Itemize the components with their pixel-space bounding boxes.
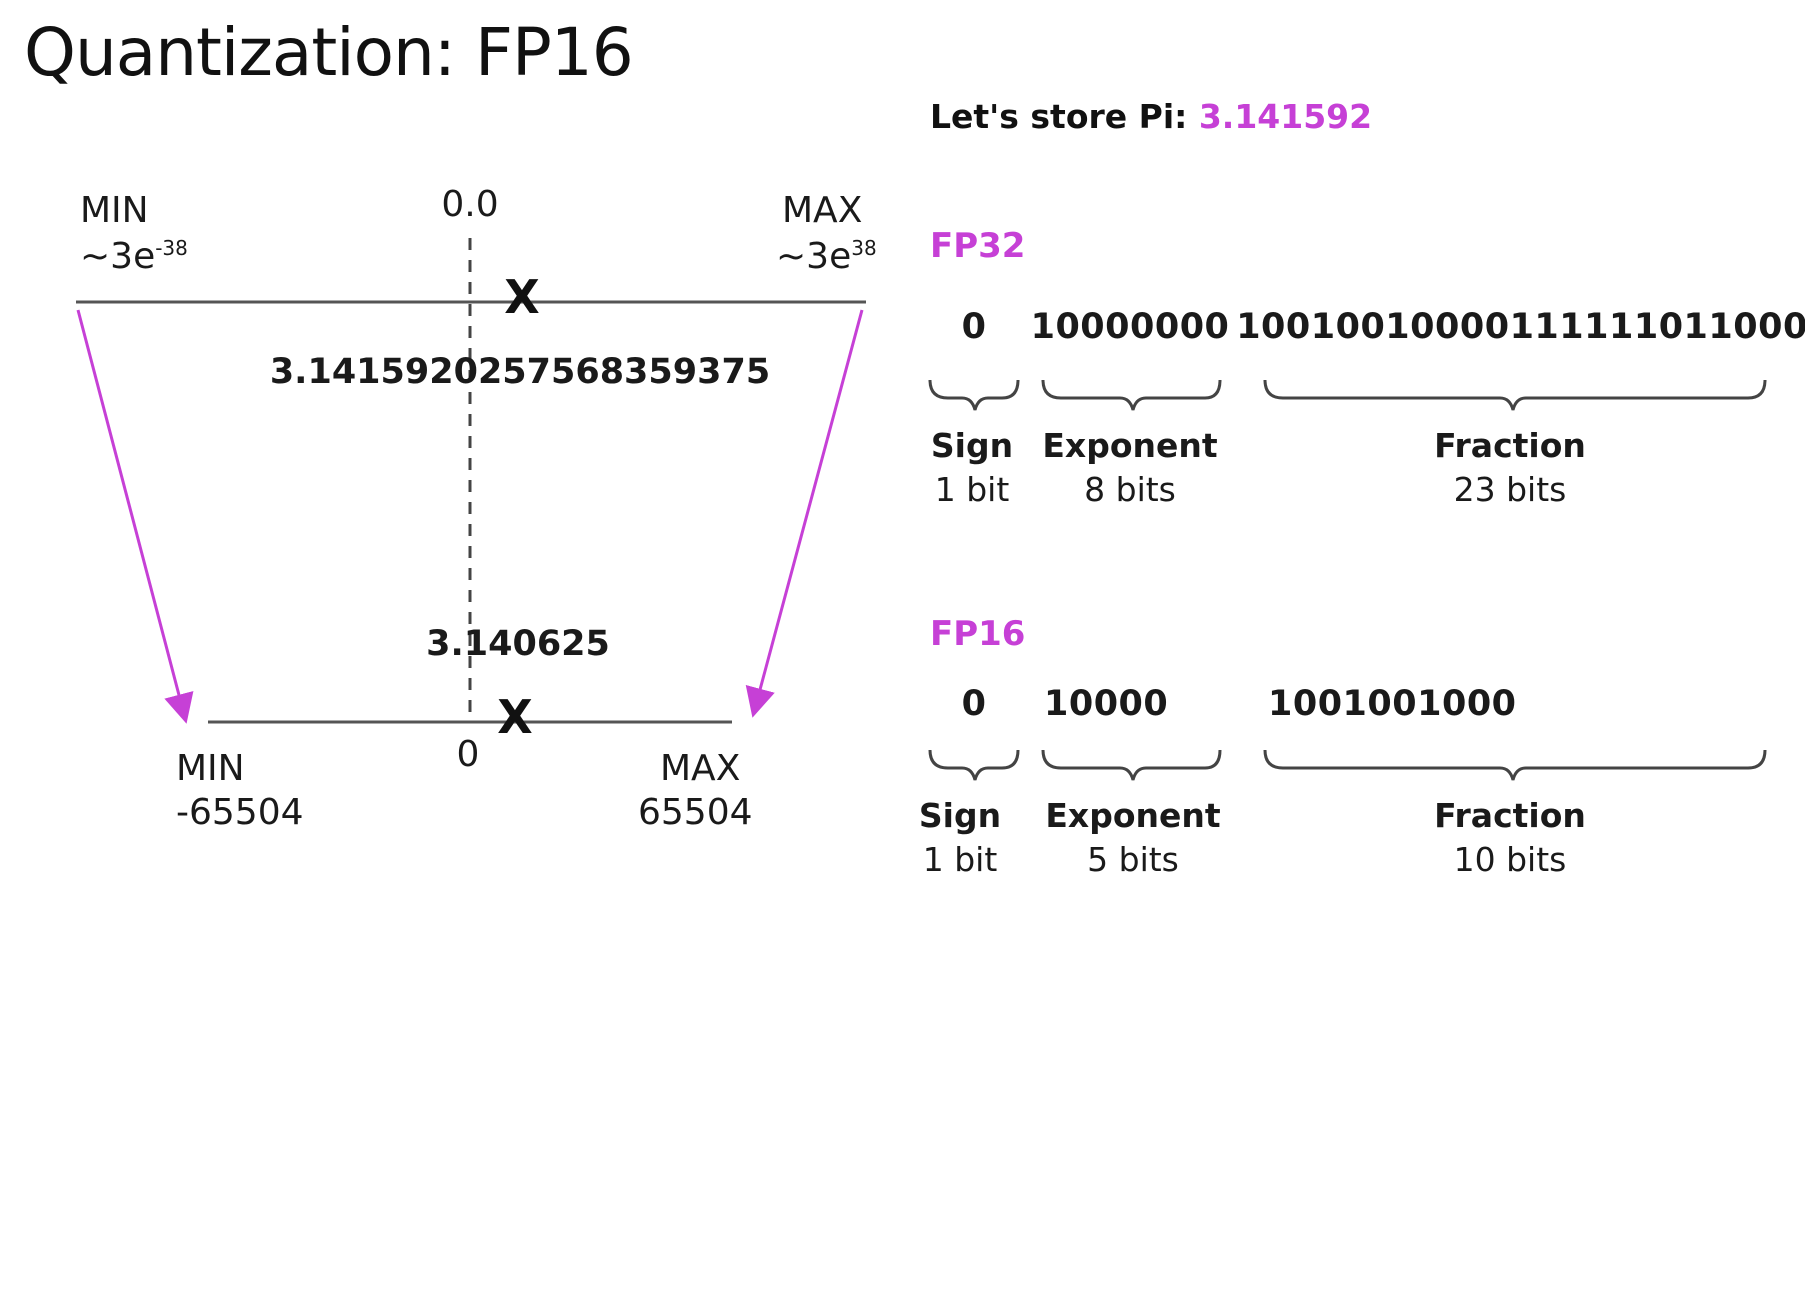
fp16-stored-value: 3.140625 (426, 624, 610, 664)
fp16-sign-count: 1 bit (922, 840, 998, 879)
fp16-fraction-brace (1263, 749, 1767, 781)
fp16-max-value: 65504 (638, 792, 753, 833)
fp16-fraction-bits: 1001001000 (1268, 684, 1517, 724)
fp32-sign-count: 1 bit (934, 470, 1010, 509)
fp16-fraction-label: Fraction (1434, 796, 1586, 835)
fp16-sign-bits: 0 (961, 684, 987, 724)
fp16-min-value: -65504 (176, 792, 304, 833)
fp16-zero-label: 0 (456, 734, 480, 775)
fp16-sign-brace (928, 749, 1020, 781)
fp32-exponent-count: 8 bits (1084, 470, 1176, 509)
fp32-fraction-brace (1263, 379, 1767, 411)
page-title: Quantization: FP16 (24, 14, 634, 91)
fp32-fraction-label: Fraction (1434, 426, 1586, 465)
fp16-fraction-count: 10 bits (1453, 840, 1567, 879)
store-prefix: Let's store Pi: (930, 97, 1199, 136)
fp32-sign-label: Sign (930, 426, 1014, 465)
fp16-pi-marker: X (497, 690, 533, 744)
fp16-exponent-bits: 10000 (1044, 684, 1169, 724)
fp32-max-value: ~3e38 (776, 236, 877, 277)
fp32-exponent-brace (1041, 379, 1222, 411)
fp32-exponent-label: Exponent (1042, 426, 1218, 465)
fp32-pi-marker: X (504, 270, 540, 324)
fp32-exponent-bits: 10000000 (1030, 307, 1230, 347)
fp32-min-value: ~3e-38 (80, 236, 188, 277)
pi-value: 3.141592 (1198, 97, 1373, 136)
fp32-fraction-bits: 10010010000111111011000 (1236, 307, 1805, 347)
fp32-sign-brace (928, 379, 1020, 411)
store-caption: Let's store Pi: 3.141592 (930, 97, 1372, 136)
fp32-max-label: MAX (782, 190, 863, 231)
fp32-sign-bits: 0 (961, 307, 987, 347)
fp16-exponent-count: 5 bits (1087, 840, 1179, 879)
fp32-fraction-count: 23 bits (1453, 470, 1567, 509)
max-mapping-arrow (745, 309, 864, 718)
min-mapping-arrow (76, 309, 194, 724)
fp32-format-label: FP32 (930, 226, 1026, 266)
fp16-format-label: FP16 (930, 614, 1026, 654)
fp16-exponent-label: Exponent (1045, 796, 1221, 835)
fp32-zero-label: 0.0 (441, 184, 499, 225)
fp16-sign-label: Sign (918, 796, 1002, 835)
fp32-min-label: MIN (80, 190, 149, 231)
fp16-min-label: MIN (176, 748, 245, 789)
fp16-exponent-brace (1041, 749, 1222, 781)
fp16-max-label: MAX (660, 748, 741, 789)
fp32-stored-value: 3.1415920257568359375 (269, 352, 771, 392)
